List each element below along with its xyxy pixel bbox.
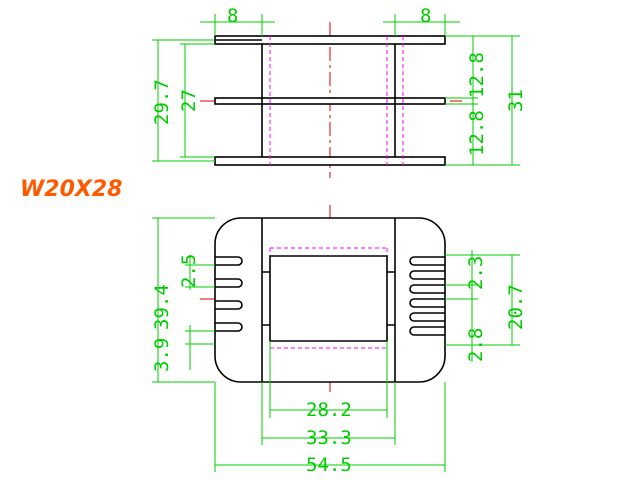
pin-slot xyxy=(409,326,445,336)
dim-slot-pitch-left: 2.5 xyxy=(178,254,200,288)
pin-slot xyxy=(215,322,243,332)
pin-slot xyxy=(215,278,243,288)
dim-bottom-offset-left: 3.9 xyxy=(151,338,173,372)
core-window xyxy=(262,255,395,342)
right-pin-slots xyxy=(409,256,445,336)
pin-slot xyxy=(409,256,445,266)
pin-slot xyxy=(215,256,243,266)
bottom-view: 39.4 2.5 3.9 2.3 2.8 20.7 28.2 33.3 54.5 xyxy=(151,205,527,476)
dim-window-height-right: 20.7 xyxy=(505,284,527,330)
dim-overall-width: 54.5 xyxy=(306,454,352,476)
top-view: 8 8 29.7 27 12.8 12.8 31 xyxy=(151,5,527,178)
dim-flange-width-right: 8 xyxy=(420,5,431,27)
part-title: W20X28 xyxy=(20,177,122,202)
dim-upper-gap-right: 12.8 xyxy=(466,52,488,98)
dim-window-width: 28.2 xyxy=(306,399,352,421)
dim-overall-height: 39.4 xyxy=(151,284,173,330)
pin-slot xyxy=(215,300,243,310)
dim-slot-width-right: 2.8 xyxy=(465,328,487,362)
top-flange-middle xyxy=(214,97,446,105)
dim-flange-width-left: 8 xyxy=(227,5,238,27)
pin-slot xyxy=(409,284,445,294)
dim-slot-pitch-right: 2.3 xyxy=(465,256,487,290)
pin-slot xyxy=(409,298,445,308)
pin-slot xyxy=(409,312,445,322)
pin-slot xyxy=(409,270,445,280)
dim-lower-gap-right: 12.8 xyxy=(466,110,488,156)
top-flange-lower xyxy=(214,156,446,166)
dim-overall-height-right: 31 xyxy=(505,89,527,112)
dim-overall-height-left: 29.7 xyxy=(151,79,173,125)
dim-inner-height-left: 27 xyxy=(178,89,200,112)
dim-core-width: 33.3 xyxy=(306,427,352,449)
left-pin-slots xyxy=(215,256,243,332)
